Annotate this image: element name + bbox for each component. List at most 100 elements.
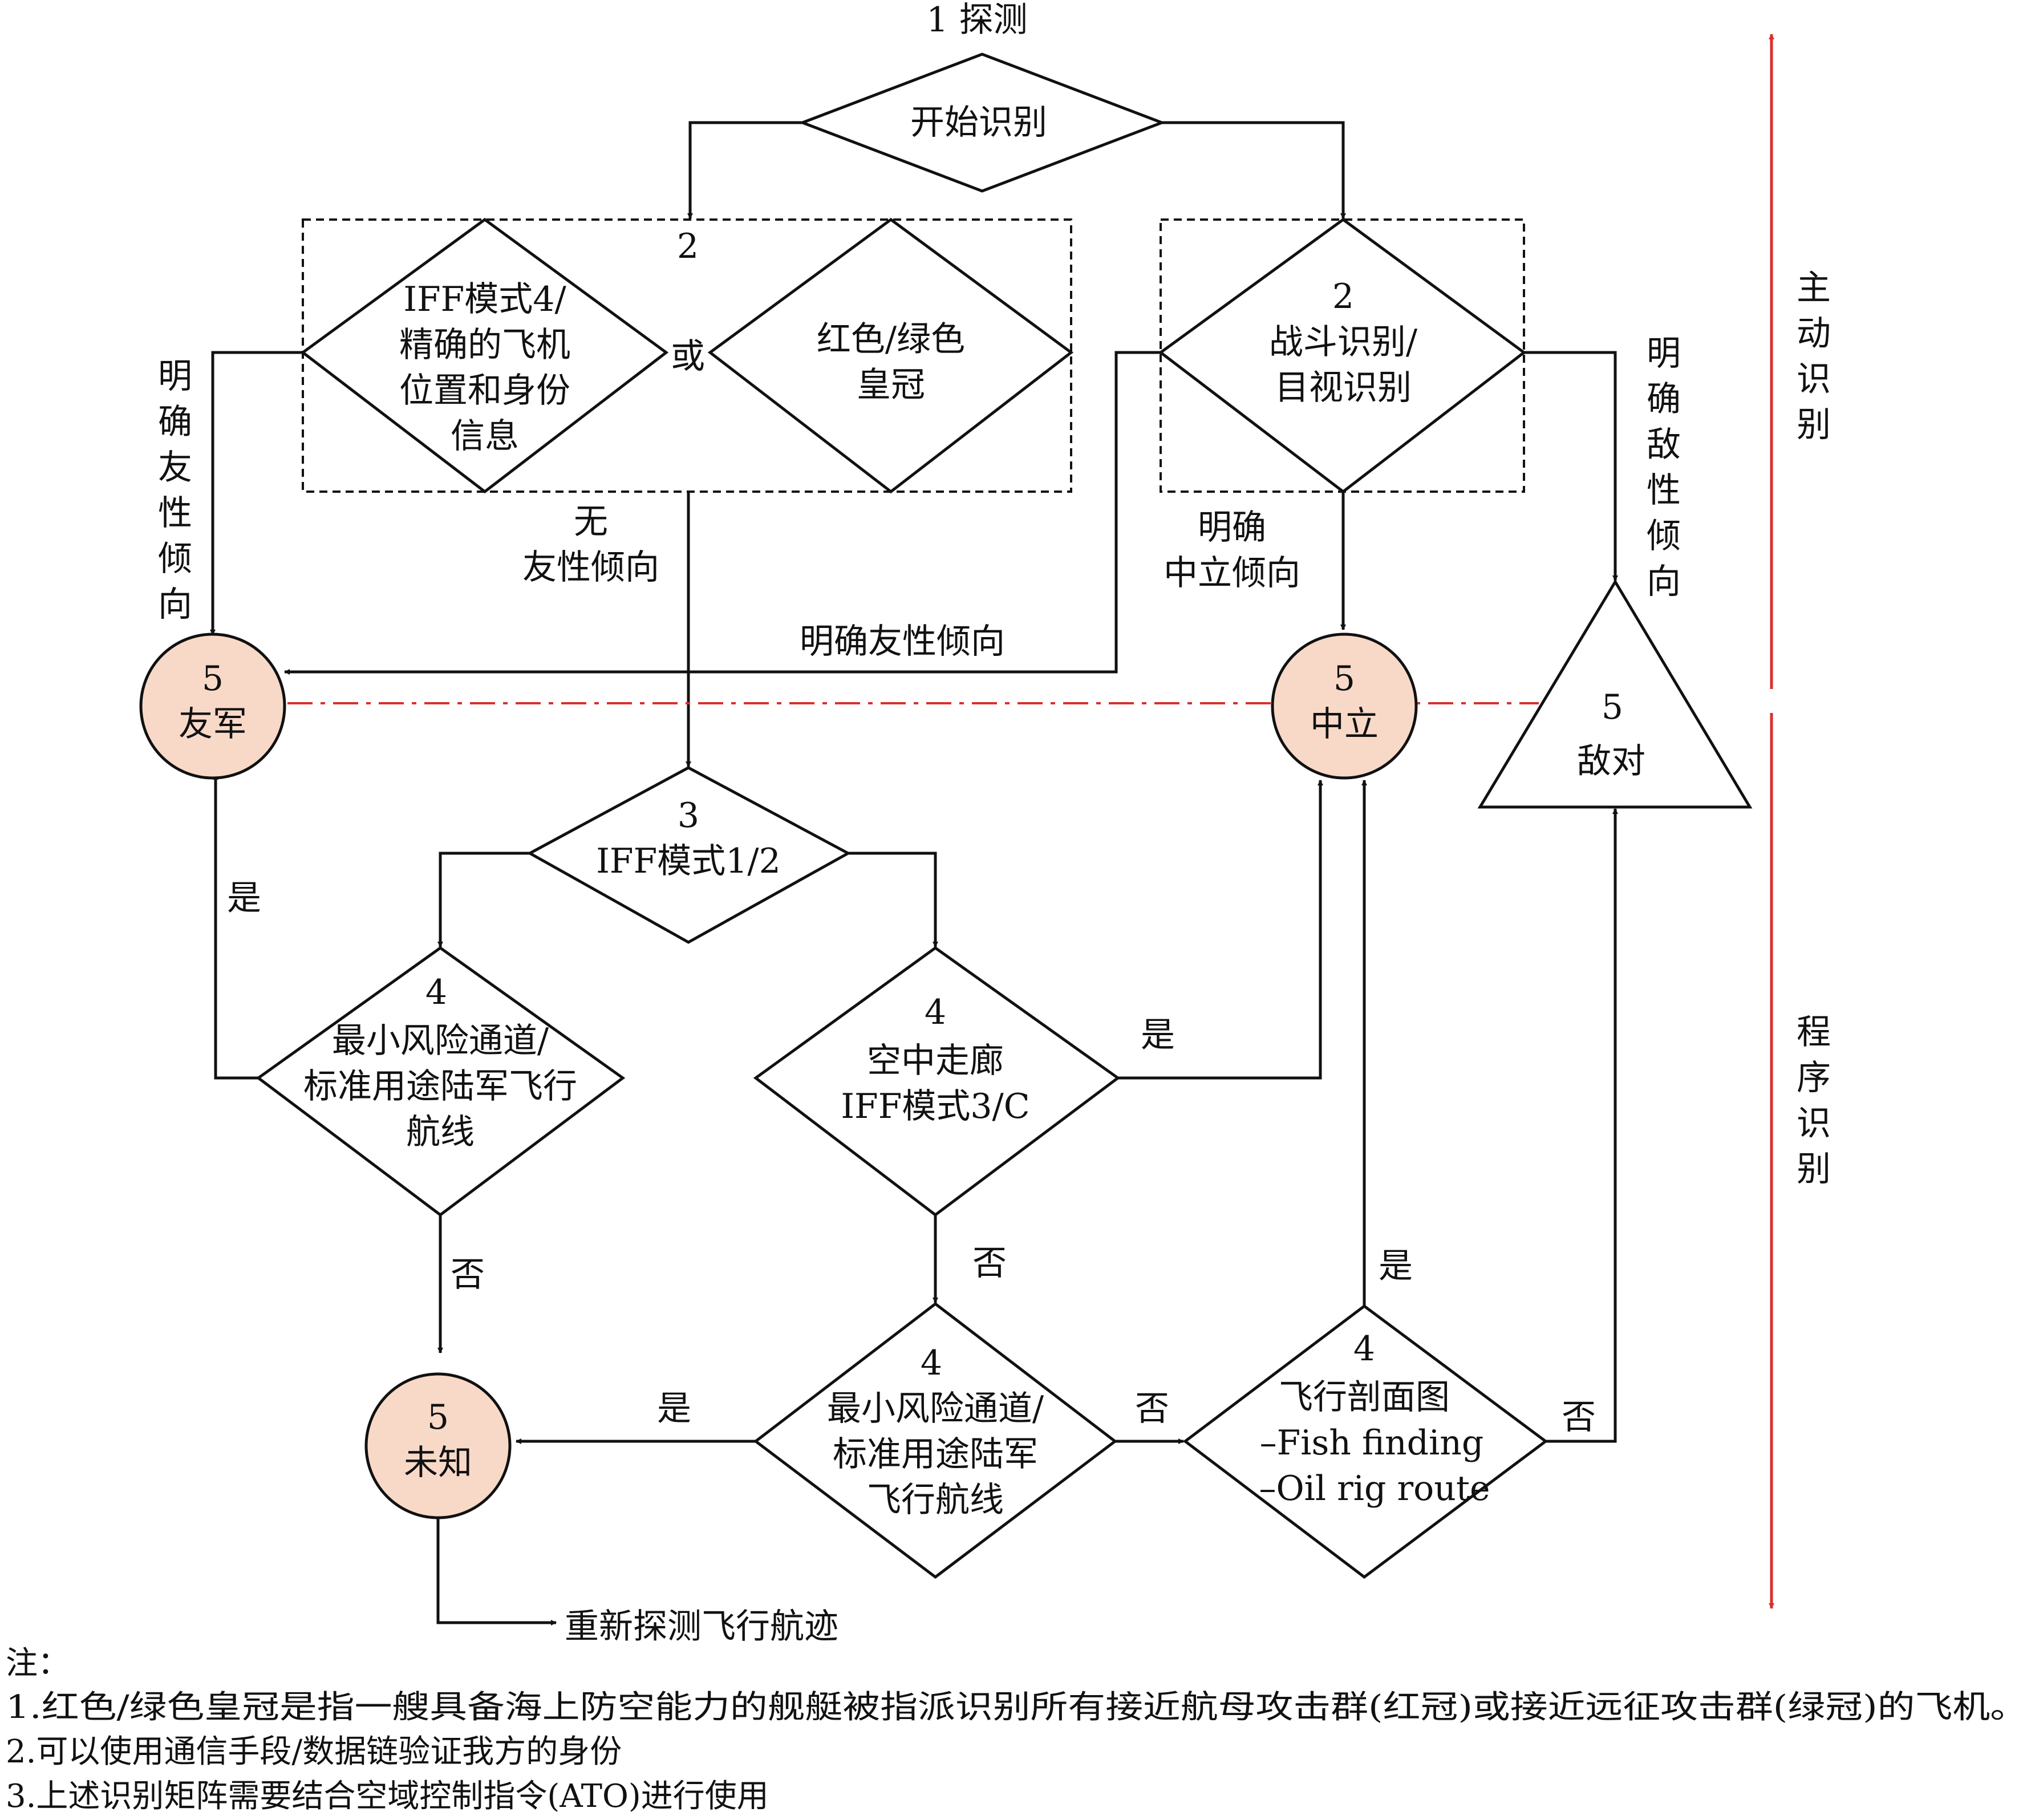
neutral-circle — [1271, 633, 1418, 780]
edge-profile-to-hostile — [1546, 808, 1618, 1443]
corridor-num: 4 — [925, 992, 946, 1032]
mrr-bottom-line-1: 最小风险通道/ — [827, 1389, 1044, 1429]
no-label-mrr-bottom: 否 — [1135, 1389, 1169, 1429]
no-label-corridor: 否 — [972, 1243, 1007, 1283]
mrr-left-diamond — [256, 946, 626, 1217]
note-item-2: 2.可以使用通信手段/数据链验证我方的身份 — [6, 1733, 622, 1770]
hostile-num: 5 — [1602, 687, 1623, 727]
hostile-vertical-3: 敌 — [1647, 425, 1681, 465]
edge-start-to-iff4-box — [687, 121, 802, 219]
edge-combat-to-friend — [284, 351, 1161, 675]
procedural-id-1: 程 — [1797, 1012, 1831, 1052]
iff4-line-4: 信息 — [451, 416, 519, 456]
friendly-vertical-3: 友 — [158, 448, 192, 488]
profile-num: 4 — [1353, 1329, 1375, 1369]
active-id-4: 别 — [1797, 405, 1831, 445]
combat-diamond — [1158, 217, 1527, 494]
mrr-bottom-num: 4 — [921, 1343, 942, 1383]
mrr-left-line-3: 航线 — [406, 1112, 475, 1152]
no-friendly-line-1: 无 — [574, 502, 608, 542]
crown-line-2: 皇冠 — [857, 365, 925, 405]
edge-corridor-to-neutral — [1118, 780, 1323, 1080]
friendly-vertical-2: 确 — [158, 402, 192, 442]
active-id-1: 主 — [1797, 268, 1831, 308]
yes-label-profile: 是 — [1379, 1246, 1413, 1286]
iff4-line-1: IFF模式4/ — [403, 279, 566, 319]
friend-circle — [139, 633, 286, 780]
note-item-3: 3.上述识别矩阵需要结合空域控制指令(ATO)进行使用 — [6, 1778, 769, 1815]
hostile-triangle — [1477, 579, 1753, 809]
start-label: 开始识别 — [910, 103, 1047, 143]
notes-title: 注： — [6, 1645, 70, 1682]
mrr-left-num: 4 — [425, 972, 447, 1012]
iff4-line-3: 位置和身份 — [399, 371, 570, 411]
unknown-num: 5 — [427, 1397, 449, 1437]
mrr-left-line-1: 最小风险通道/ — [332, 1021, 549, 1061]
unknown-circle — [364, 1372, 512, 1519]
mrr-bottom-line-3: 飞行航线 — [867, 1480, 1004, 1520]
active-id-3: 识 — [1797, 359, 1831, 399]
iff4-diamond — [300, 217, 669, 494]
edge-combat-to-hostile — [1524, 351, 1618, 581]
profile-line-2: –Fish finding — [1260, 1423, 1484, 1463]
start-diamond — [798, 52, 1166, 193]
crown-diamond — [707, 217, 1074, 494]
corridor-line-1: 空中走廊 — [867, 1041, 1004, 1081]
active-id-2: 动 — [1797, 314, 1831, 354]
combat-line-1: 战斗识别/ — [1269, 322, 1418, 362]
iff12-diamond — [526, 766, 852, 944]
yes-label-corridor: 是 — [1141, 1015, 1175, 1055]
mrr-bottom-line-2: 标准用途陆军 — [833, 1434, 1038, 1474]
profile-diamond — [1182, 1304, 1548, 1579]
corridor-line-2: IFF模式3/C — [841, 1087, 1029, 1126]
hostile-vertical-2: 确 — [1647, 379, 1681, 419]
yes-label-mrr-bottom: 是 — [657, 1389, 691, 1429]
or-label: 或 — [671, 337, 705, 376]
hostile-vertical-5: 倾 — [1647, 516, 1681, 556]
corridor-diamond — [753, 946, 1121, 1217]
hostile-vertical-6: 向 — [1647, 562, 1681, 602]
procedural-id-3: 识 — [1797, 1104, 1831, 1144]
yes-label-friend: 是 — [227, 878, 261, 918]
neutral-clear-line-2: 中立倾向 — [1164, 553, 1300, 593]
edge-iff12-to-mrr-left — [437, 852, 530, 947]
iff12-label: IFF模式1/2 — [596, 841, 781, 881]
box-left-num: 2 — [677, 226, 699, 266]
no-label-mrr-left: 否 — [451, 1255, 485, 1295]
procedural-id-2: 序 — [1797, 1058, 1831, 1098]
mrr-left-line-2: 标准用途陆军飞行 — [303, 1067, 577, 1106]
edge-iff12-to-corridor — [848, 852, 938, 947]
hostile-vertical-4: 性 — [1647, 471, 1681, 510]
profile-line-3: –Oil rig route — [1259, 1469, 1490, 1509]
edge-start-to-combat-box — [1162, 121, 1346, 219]
hostile-label: 敌对 — [1577, 741, 1645, 781]
redetect-label: 重新探测飞行航迹 — [565, 1607, 838, 1647]
unknown-label: 未知 — [404, 1443, 472, 1483]
edge-mrr-left-to-friend — [213, 774, 258, 1080]
iff4-line-2: 精确的飞机 — [399, 325, 570, 365]
iff12-num: 3 — [678, 796, 699, 836]
neutral-clear-line-1: 明确 — [1198, 508, 1266, 548]
combat-num: 2 — [1332, 277, 1354, 317]
friendly-vertical-1: 明 — [158, 356, 192, 396]
friendly-vertical-4: 性 — [158, 493, 192, 533]
no-label-profile: 否 — [1562, 1397, 1596, 1437]
hostile-vertical-1: 明 — [1647, 334, 1681, 374]
edge-unknown-to-redetect — [436, 1518, 557, 1626]
neutral-num: 5 — [1333, 659, 1355, 699]
profile-line-1: 飞行剖面图 — [1279, 1377, 1450, 1417]
step1-label: 1 探测 — [926, 0, 1027, 40]
friend-label: 友军 — [179, 704, 247, 744]
friendly-vertical-5: 倾 — [158, 539, 192, 579]
combat-line-2: 目视识别 — [1275, 368, 1412, 408]
procedural-id-4: 别 — [1797, 1149, 1831, 1189]
note-item-1: 1.红色/绿色皇冠是指一艘具备海上防空能力的舰艇被指派识别所有接近航母攻击群(红… — [6, 1689, 2028, 1726]
mrr-bottom-diamond — [753, 1302, 1118, 1579]
no-friendly-line-2: 友性倾向 — [522, 548, 659, 587]
crown-line-1: 红色/绿色 — [817, 319, 965, 359]
edge-iff4-to-friend — [210, 351, 303, 635]
friendly-vertical-6: 向 — [158, 585, 192, 625]
neutral-label: 中立 — [1310, 704, 1379, 744]
friendly-clear-label: 明确友性倾向 — [800, 622, 1005, 662]
